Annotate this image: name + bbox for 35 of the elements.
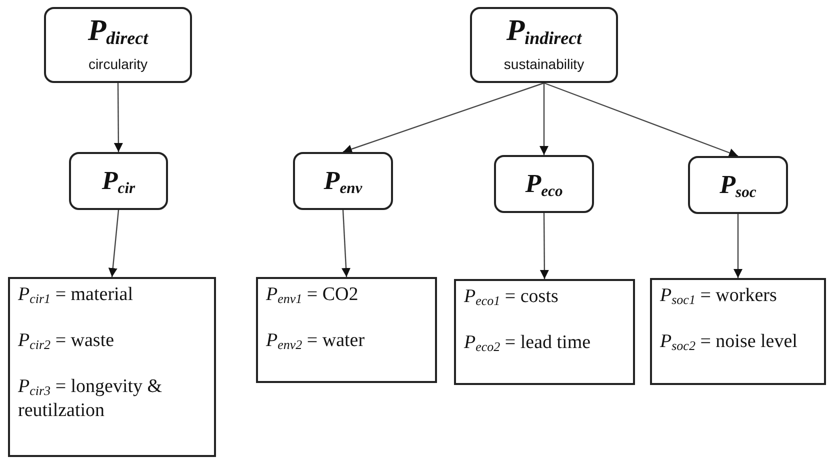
parameter-symbol: P$_{cir}$ — [102, 168, 136, 194]
parameter-symbol: P$_{env}$ — [324, 168, 362, 194]
definition-box — [256, 277, 437, 383]
definition-text: P$_{env2}$ = water — [266, 329, 366, 353]
definition-box — [650, 278, 826, 385]
parameter-symbol: P$_{eco}$ — [525, 171, 563, 197]
parameter-box — [494, 155, 594, 213]
definition-text: P$_{eco2}$ = lead time — [464, 331, 592, 355]
parameter-box — [44, 7, 192, 83]
category-label: circularity — [88, 54, 148, 74]
parameter-box — [293, 152, 393, 210]
arrow — [540, 213, 549, 279]
definition-text: P$_{soc2}$ = noise level — [660, 330, 798, 354]
parameter-box — [69, 152, 168, 210]
definition-text: P$_{env1}$ = CO2 — [266, 283, 360, 307]
parameter-symbol: P$_{direct}$ — [88, 16, 148, 46]
arrow — [544, 82, 738, 158]
arrow — [108, 210, 120, 278]
arrow — [114, 83, 123, 152]
definition-text: P$_{eco1}$ = costs — [464, 285, 560, 309]
definition-text: P$_{soc1}$ = workers — [660, 284, 778, 308]
parameter-box — [688, 156, 788, 214]
definition-box — [454, 279, 635, 385]
parameter-symbol: P$_{indirect}$ — [506, 16, 582, 46]
definition-box — [8, 277, 216, 457]
definition-text: P$_{cir1}$ = material — [18, 283, 134, 307]
definition-text: P$_{cir2}$ = waste — [18, 329, 116, 353]
parameter-box — [470, 7, 618, 83]
arrow — [342, 82, 544, 154]
category-label: sustainability — [504, 54, 584, 74]
arrow — [540, 83, 548, 155]
arrow — [342, 210, 351, 278]
parameter-symbol: P$_{soc}$ — [720, 172, 756, 198]
arrow — [734, 214, 742, 278]
definition-text: P$_{cir3}$ = longevity & reutilzation — [18, 375, 164, 423]
